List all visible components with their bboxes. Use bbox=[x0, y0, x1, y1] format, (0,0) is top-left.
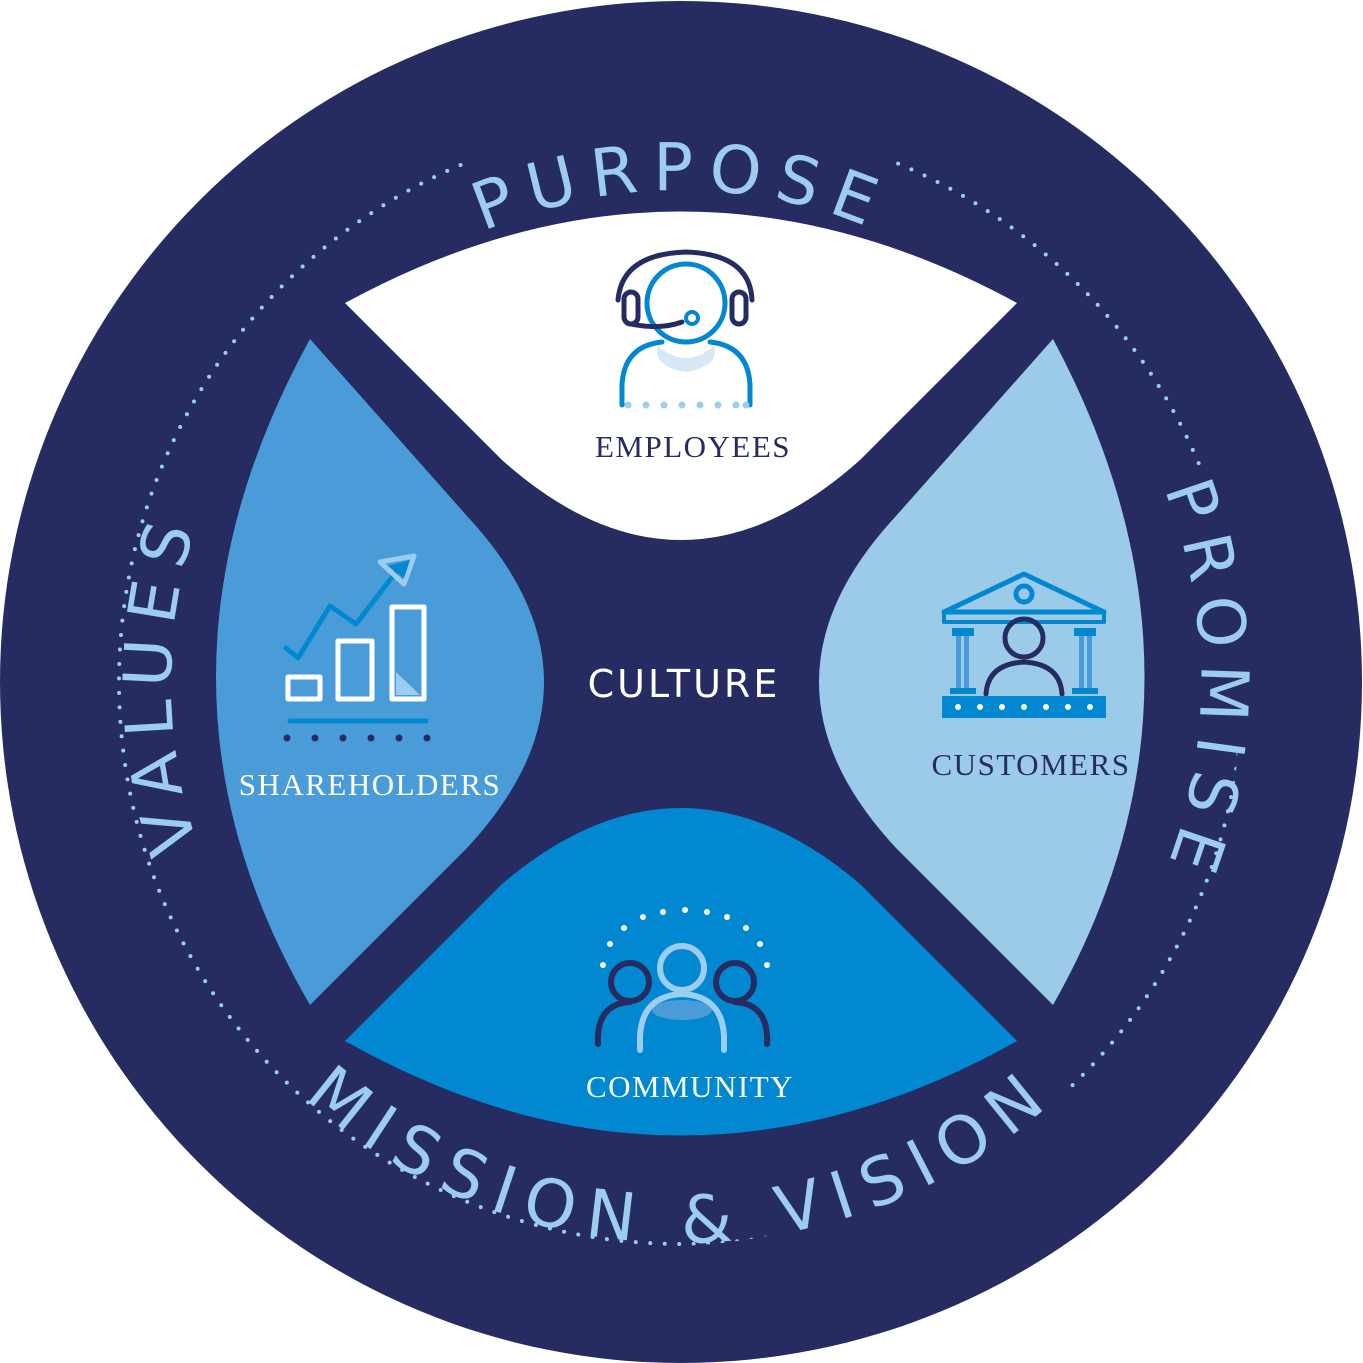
petal-label-employees: EMPLOYEES bbox=[595, 429, 791, 464]
center-label: CULTURE bbox=[588, 662, 781, 706]
group-people-icon bbox=[594, 907, 771, 1053]
petal-label-customers: CUSTOMERS bbox=[932, 747, 1131, 782]
headset-agent-icon bbox=[615, 249, 755, 409]
petal-label-community: COMMUNITY bbox=[586, 1069, 794, 1104]
petal-shareholders bbox=[216, 339, 544, 1005]
petal-label-shareholders: SHAREHOLDERS bbox=[239, 767, 502, 802]
growth-chart-icon bbox=[283, 553, 431, 742]
petal-customers bbox=[819, 339, 1145, 1005]
petal-community bbox=[345, 808, 1017, 1136]
petal-employees bbox=[345, 211, 1017, 540]
bank-customer-icon bbox=[941, 571, 1107, 718]
ring-word-gaps bbox=[70, 100, 1279, 1287]
